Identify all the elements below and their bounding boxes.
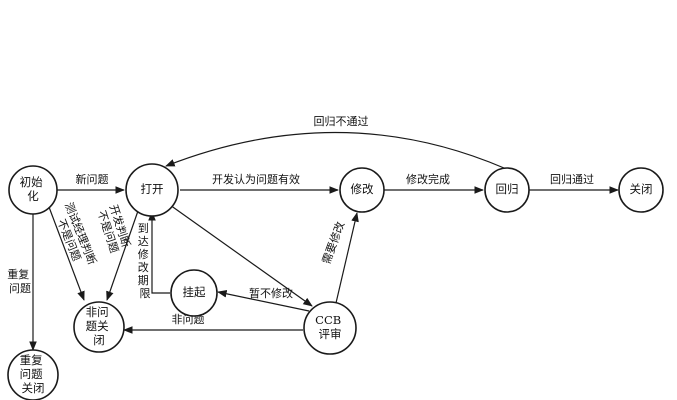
- svg-text:非问 题关 闭: 非问 题关 闭: [86, 305, 113, 347]
- edge-regress-fail-line: [165, 131, 505, 169]
- edge-dev-judge-line: [106, 207, 140, 301]
- edge-test-judge-line: [48, 206, 85, 301]
- svg-text:CCB 评审: CCB 评审: [315, 313, 345, 341]
- node-fix: 修改: [339, 167, 385, 213]
- edge-dev-judge: 开发判断 不是问题: [94, 203, 140, 301]
- svg-text:打开: 打开: [141, 182, 164, 196]
- edge-dev-confirm: 开发认为问题有效: [180, 172, 339, 194]
- svg-text:修改: 修改: [351, 182, 374, 196]
- svg-text:重复 问题 关闭: 重复 问题 关闭: [20, 353, 47, 395]
- edge-need-fix: 需要修改: [319, 212, 359, 304]
- edge-regress-fail-label: 回归不通过: [314, 114, 369, 128]
- edge-duplicate-label: 重复 问题: [7, 267, 33, 295]
- node-regress: 回归: [484, 167, 530, 213]
- edge-regress-fail: 回归不通过: [165, 114, 505, 169]
- edge-regress-pass-label: 回归通过: [550, 172, 594, 186]
- node-suspend: 挂起: [170, 269, 218, 317]
- node-open: 打开: [125, 163, 179, 217]
- edge-non-issue: 非问题: [123, 313, 303, 334]
- svg-text:回归: 回归: [496, 182, 519, 196]
- edge-no-fix: 暂不修改: [217, 286, 310, 312]
- edge-deadline-label: 到 达 修 改 期 限: [138, 222, 153, 300]
- edge-open-to-ccb-line: [169, 204, 313, 307]
- node-not-issue: 非问 题关 闭: [73, 301, 125, 353]
- svg-text:挂起: 挂起: [183, 285, 206, 299]
- edge-no-fix-line: [217, 290, 310, 312]
- edge-no-fix-label: 暂不修改: [249, 286, 293, 300]
- edge-deadline-line: [148, 211, 170, 294]
- edge-fix-done: 修改完成: [384, 172, 484, 194]
- edge-dev-confirm-label: 开发认为问题有效: [212, 172, 300, 186]
- node-ccb: CCB 评审: [303, 301, 357, 355]
- edge-new-issue: 新问题: [56, 172, 125, 194]
- edge-need-fix-label: 需要修改: [319, 220, 347, 266]
- edge-duplicate: 重复 问题: [7, 214, 37, 351]
- edge-need-fix-line: [335, 212, 359, 304]
- edge-dev-judge-label: 开发判断 不是问题: [94, 203, 134, 257]
- edge-new-issue-label: 新问题: [76, 172, 109, 186]
- edge-fix-done-label: 修改完成: [406, 172, 450, 186]
- edge-open-to-ccb: [169, 204, 313, 307]
- node-init: 初始 化: [8, 165, 58, 215]
- edge-test-judge-label: 测试经理判断 不是问题: [50, 200, 101, 275]
- node-close: 关闭: [618, 167, 664, 213]
- node-duplicate: 重复 问题 关闭: [7, 349, 59, 400]
- edge-deadline: 到 达 修 改 期 限: [138, 211, 170, 300]
- edge-test-judge: 测试经理判断 不是问题: [48, 200, 101, 301]
- svg-text:初始 化: 初始 化: [20, 175, 47, 203]
- edge-regress-pass: 回归通过: [529, 172, 619, 194]
- svg-text:关闭: 关闭: [630, 182, 653, 196]
